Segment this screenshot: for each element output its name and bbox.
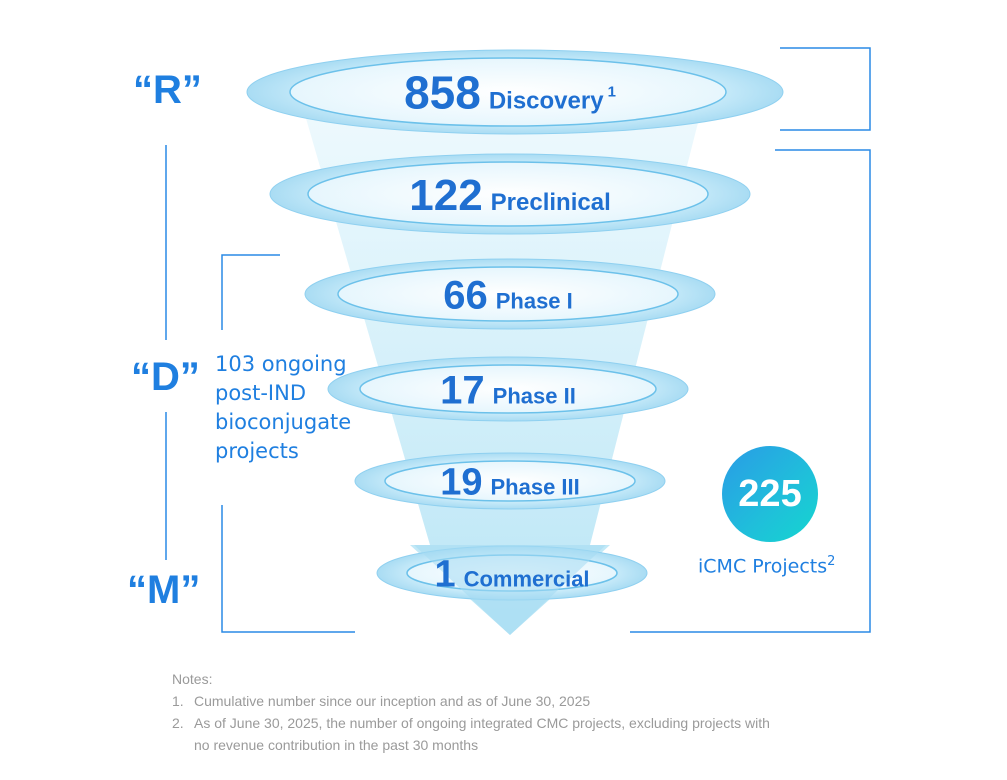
- note-text: Cumulative number since our inception an…: [194, 693, 591, 709]
- funnel-arrow-tip: [414, 545, 606, 635]
- letter-r: “R”: [133, 68, 202, 112]
- post-ind-note: 103 ongoing post-IND bioconjugate projec…: [215, 350, 375, 466]
- stage-label-text: 19 Phase III: [440, 462, 580, 504]
- stage-label-text: 66 Phase I: [443, 273, 573, 317]
- stage-label-phase-i: 66 Phase I: [443, 273, 573, 317]
- bracket-d-bottom: [221, 505, 355, 633]
- ring-phase-ii: [327, 356, 689, 422]
- icmc-label: iCMC Projects2: [698, 554, 835, 577]
- stage-label-phase-ii: 17 Phase II: [440, 368, 576, 412]
- bracket-icmc: [630, 149, 871, 633]
- icmc-count: 225: [738, 472, 802, 515]
- note-text: no revenue contribution in the past 30 m…: [194, 737, 479, 753]
- stage-value: 858: [404, 67, 481, 119]
- stage-value: 19: [440, 462, 482, 504]
- bracket-r-right: [780, 47, 871, 131]
- ring-preclinical: [269, 153, 751, 235]
- note-text: As of June 30, 2025, the number of ongoi…: [194, 715, 770, 731]
- notes-section: Notes: 1. Cumulative number since our in…: [172, 668, 872, 756]
- stage-name: Discovery: [489, 88, 604, 115]
- stage-name: Preclinical: [491, 189, 611, 216]
- stage-footnote-ref: 1: [608, 84, 616, 101]
- stage-label-text: 17 Phase II: [440, 368, 576, 412]
- stage-name: Commercial: [464, 567, 590, 592]
- stage-label-phase-iii: 19 Phase III: [440, 462, 580, 504]
- letter-d: “D”: [131, 355, 200, 399]
- note-number: 1.: [172, 693, 184, 709]
- stage-name: Phase III: [491, 475, 580, 500]
- note-item: 2. As of June 30, 2025, the number of on…: [172, 712, 872, 734]
- post-ind-note-line: 103 ongoing: [215, 352, 347, 376]
- stage-value: 122: [409, 171, 482, 220]
- post-ind-note-line: bioconjugate: [215, 410, 352, 434]
- ring-phase-i: [304, 258, 716, 330]
- note-number: 2.: [172, 715, 184, 731]
- ring-discovery: [246, 49, 784, 135]
- icmc-count-circle: 225: [722, 446, 818, 542]
- note-item-continued: no revenue contribution in the past 30 m…: [172, 734, 872, 756]
- icmc-label-sup: 2: [827, 554, 836, 569]
- icmc-label-text: iCMC Projects: [698, 555, 828, 578]
- ring-phase-iii: [354, 452, 666, 510]
- stage-value: 66: [443, 273, 488, 317]
- post-ind-note-line: projects: [215, 439, 299, 463]
- post-ind-note-line: post-IND: [215, 381, 307, 405]
- stage-label-commercial: 1 Commercial: [434, 554, 589, 596]
- stage-value: 1: [434, 554, 455, 596]
- bracket-d-top: [221, 254, 280, 330]
- stage-value: 17: [440, 368, 485, 412]
- letter-m: “M”: [127, 568, 201, 612]
- stage-label-text: 122 Preclinical: [409, 171, 611, 220]
- note-item: 1. Cumulative number since our inception…: [172, 690, 872, 712]
- notes-title: Notes:: [172, 671, 213, 687]
- stage-name: Phase I: [496, 288, 573, 313]
- stage-label-preclinical: 122 Preclinical: [409, 171, 611, 220]
- stage-name: Phase II: [493, 383, 576, 408]
- stage-label-text: 1 Commercial: [434, 554, 589, 596]
